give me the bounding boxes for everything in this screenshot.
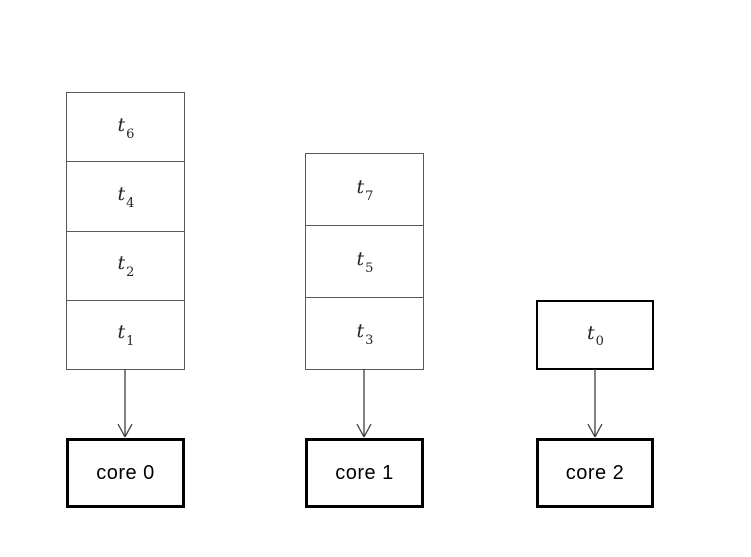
core2-box: core 2 xyxy=(536,438,654,508)
task-label-t0: t0 xyxy=(587,321,604,350)
task-label-t6: t6 xyxy=(117,113,135,142)
task-box-t0: t0 xyxy=(536,300,654,370)
task-queue-core0: t6 t4 t2 t1 xyxy=(66,92,185,370)
core0-label: core 0 xyxy=(96,461,155,484)
arrow-t0-to-core2 xyxy=(587,369,603,438)
core1-label: core 1 xyxy=(335,461,394,484)
core0-box: core 0 xyxy=(66,438,185,508)
task-box-t3: t3 xyxy=(306,298,423,369)
task-box-t7: t7 xyxy=(306,154,423,226)
task-queue-core1: t7 t5 t3 xyxy=(305,153,424,370)
task-label-t4: t4 xyxy=(117,182,135,211)
task-box-t5: t5 xyxy=(306,226,423,298)
task-label-t3: t3 xyxy=(356,320,374,348)
arrow-queue1-to-core1 xyxy=(356,369,372,438)
task-box-t1: t1 xyxy=(67,300,184,369)
task-label-t5: t5 xyxy=(356,248,374,276)
task-label-t7: t7 xyxy=(356,176,374,204)
task-label-t2: t2 xyxy=(117,252,135,281)
task-box-t6: t6 xyxy=(67,93,184,163)
task-label-t1: t1 xyxy=(117,321,135,350)
task-box-t4: t4 xyxy=(67,162,184,232)
core2-label: core 2 xyxy=(565,461,625,484)
core1-box: core 1 xyxy=(305,438,424,508)
task-box-t2: t2 xyxy=(67,231,184,301)
arrow-queue0-to-core0 xyxy=(117,369,133,438)
